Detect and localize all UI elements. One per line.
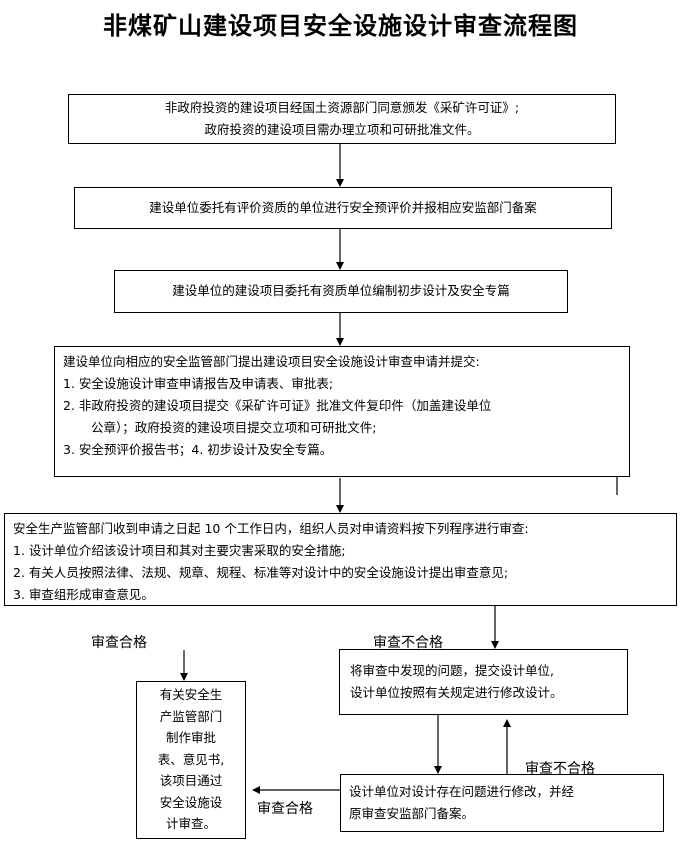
approval-line-7: 计审查。	[165, 816, 216, 831]
label-fail-mid: 审查不合格	[373, 635, 443, 651]
approval-line-4: 表、意见书,	[157, 751, 225, 767]
fail-line1: 将审查中发现的问题，提交设计单位,	[350, 663, 554, 678]
modify-box: 设计单位对设计存在问题进行修改，并经 原审查安监部门备案。	[340, 774, 664, 832]
step5-intro: 安全生产监管部门收到申请之日起 10 个工作日内，组织人员对申请资料按下列程序进…	[13, 521, 529, 536]
step5-item1: 1. 设计单位介绍该设计项目和其对主要灾害采取的安全措施;	[13, 543, 346, 558]
approval-box: 有关安全生 产监管部门 制作审批 表、意见书, 该项目通过 安全设施设 计审查。	[136, 681, 246, 839]
step4-intro: 建设单位向相应的安全监管部门提出建设项目安全设施设计审查申请并提交:	[63, 354, 480, 369]
approval-line-5: 该项目通过	[159, 773, 223, 788]
step4-item3: 3. 安全预评价报告书；4. 初步设计及安全专篇。	[63, 442, 333, 457]
modify-line2: 原审查安监部门备案。	[349, 806, 475, 821]
step2-box: 建设单位委托有评价资质的单位进行安全预评价并报相应安监部门备案	[74, 187, 612, 229]
step5-item2: 2. 有关人员按照法律、法规、规章、规程、标准等对设计中的安全设施设计提出审查意…	[13, 565, 509, 580]
step5-item3: 3. 审查组形成审查意见。	[13, 587, 154, 602]
step1-box: 非政府投资的建设项目经国土资源部门同意颁发《采矿许可证》; 政府投资的建设项目需…	[68, 94, 616, 144]
label-pass-bottom: 审查合格	[257, 801, 313, 817]
approval-line-3: 制作审批	[165, 730, 216, 745]
modify-line1: 设计单位对设计存在问题进行修改，并经	[349, 784, 575, 799]
page-title: 非煤矿山建设项目安全设施设计审查流程图	[103, 12, 578, 40]
approval-line-1: 有关安全生	[159, 687, 223, 702]
step5-box: 安全生产监管部门收到申请之日起 10 个工作日内，组织人员对申请资料按下列程序进…	[4, 513, 677, 606]
label-fail-right: 审查不合格	[525, 761, 595, 777]
fail-line2: 设计单位按照有关规定进行修改设计。	[350, 685, 563, 700]
step4-item2b: 公章）；政府投资的建设项目提交立项和可研批文件;	[91, 420, 377, 435]
step1-line2: 政府投资的建设项目需办理立项和可研批准文件。	[204, 122, 480, 137]
approval-line-2: 产监管部门	[159, 708, 223, 724]
step1-line1: 非政府投资的建设项目经国土资源部门同意颁发《采矿许可证》;	[164, 100, 520, 115]
step3-box: 建设单位的建设项目委托有资质单位编制初步设计及安全专篇	[114, 270, 568, 313]
step3-text: 建设单位的建设项目委托有资质单位编制初步设计及安全专篇	[172, 283, 510, 298]
step4-item2a: 2. 非政府投资的建设项目提交《采矿许可证》批准文件复印件（加盖建设单位	[63, 398, 492, 413]
step2-text: 建设单位委托有评价资质的单位进行安全预评价并报相应安监部门备案	[149, 200, 537, 215]
fail-feedback-box: 将审查中发现的问题，提交设计单位, 设计单位按照有关规定进行修改设计。	[339, 649, 628, 715]
step4-item1: 1. 安全设施设计审查申请报告及申请表、审批表;	[63, 376, 334, 391]
label-pass-left: 审查合格	[91, 635, 147, 651]
step4-box: 建设单位向相应的安全监管部门提出建设项目安全设施设计审查申请并提交: 1. 安全…	[54, 346, 630, 477]
approval-line-6: 安全设施设	[159, 794, 223, 810]
